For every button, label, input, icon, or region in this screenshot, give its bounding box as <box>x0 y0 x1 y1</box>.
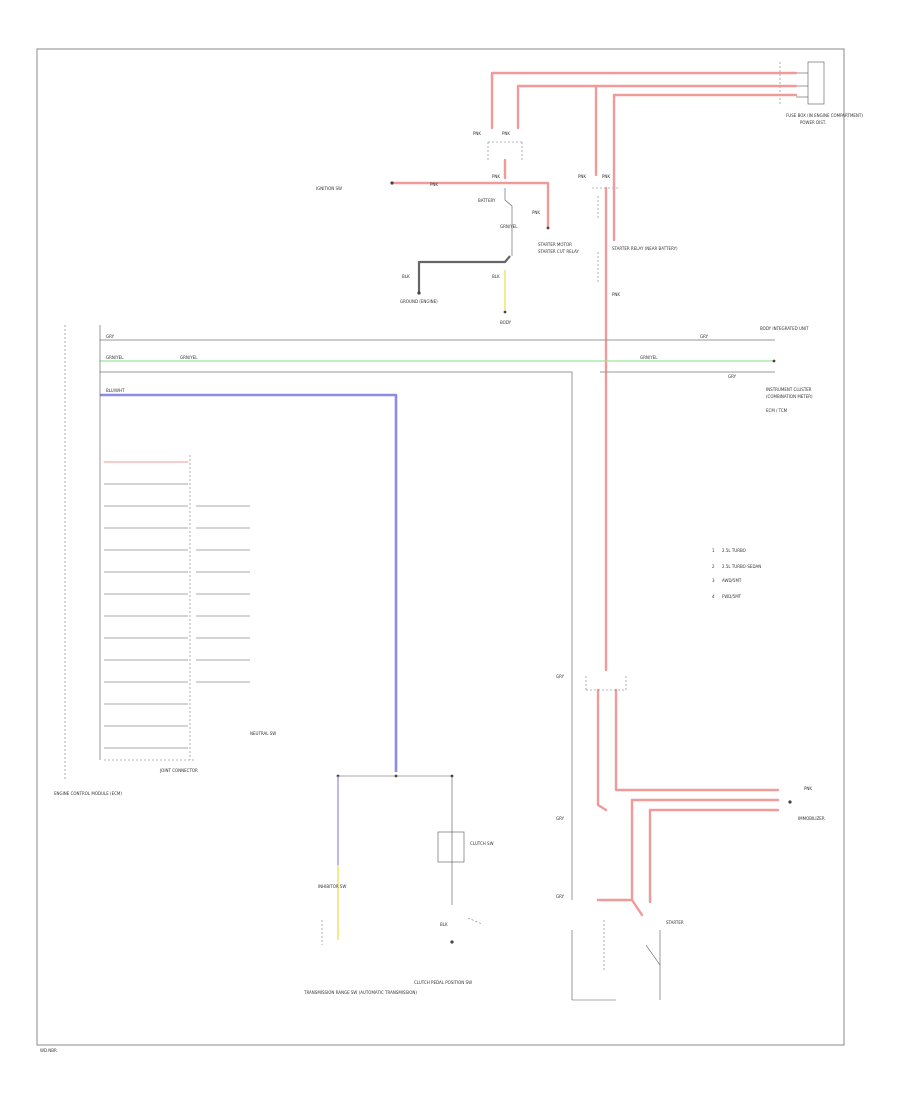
wire-label: GRY <box>556 674 565 679</box>
wire-label: GRY <box>700 334 709 339</box>
wire-label: PNK <box>502 131 510 136</box>
wire-label: GRN/YEL <box>640 355 658 360</box>
footer-code: WD.NBR <box>40 1048 57 1053</box>
fuse-box-top: FUSE BOX (IN ENGINE COMPARTMENT) POWER D… <box>779 61 863 125</box>
wire-label: PNK <box>473 131 481 136</box>
ground-engine-label: GROUND (ENGINE) <box>400 299 438 304</box>
legend-text-2: 2.5L TURBO-SEDAN <box>722 564 761 569</box>
starter-switch-block: STARTER GRY GRY GRY <box>556 580 684 1001</box>
wire-label: PNK <box>430 182 438 187</box>
legend: 1 2.5L TURBO 2 2.5L TURBO-SEDAN 3 AWD/5M… <box>712 548 761 599</box>
bus-lines: GRY GRN/YEL GRN/YEL GRN/YEL GRY BODY INT… <box>100 326 813 580</box>
immobilizer-label: IMMOBILIZER <box>798 816 825 821</box>
wire-label: PNK <box>532 210 540 215</box>
cluster-sub-label: (COMBINATION METER) <box>766 394 813 399</box>
wire-label: BLK <box>492 274 500 279</box>
wire-label: GRY <box>728 374 737 379</box>
wire-label: GRY <box>106 334 115 339</box>
starter-relay-right: PNK PNK STARTER RELAY (NEAR BATTERY) PNK <box>578 174 678 297</box>
cluster-label: INSTRUMENT CLUSTER <box>766 387 812 392</box>
ecm-left: ENGINE CONTROL MODULE (ECM) <box>54 325 122 796</box>
wire-label: BLU/WHT <box>106 388 125 393</box>
wire-label: BLK <box>402 274 410 279</box>
neutral-sw-label: NEUTRAL SW <box>250 731 276 736</box>
wire-label: GRN/YEL <box>180 355 198 360</box>
wire-label: PNK <box>492 174 500 179</box>
legend-text-1: 2.5L TURBO <box>722 548 746 553</box>
ignition-sw-label: IGNITION SW <box>316 186 342 191</box>
connector-pins: JOINT CONNECTOR NEUTRAL SW <box>103 455 276 773</box>
bottom-branch: CLUTCH SW INHIBITOR SW TRANSMISSION RANG… <box>303 774 494 995</box>
ecm-title: ENGINE CONTROL MODULE (ECM) <box>54 791 122 796</box>
starter-cut-label: STARTER CUT RELAY <box>538 249 579 254</box>
power-wire-long: PNK IMMOBILIZER <box>596 173 825 904</box>
wire-label: GRY <box>556 894 565 899</box>
wire-label: GRY <box>556 816 565 821</box>
legend-key-2: 2 <box>712 564 715 569</box>
power-wires-top <box>490 71 798 177</box>
wire-label: PNK <box>578 174 586 179</box>
wire-label: BLK <box>440 922 448 927</box>
legend-text-4: FWD/5MT <box>722 594 742 599</box>
ignition-switch-area: PNK PNK PNK IGNITION SW PNK BATTERY GRN/… <box>316 131 579 256</box>
fuse-box-ref: POWER DIST. <box>800 120 826 125</box>
starter-motor-label: STARTER MOTOR <box>538 242 572 247</box>
body-ecu-label: BODY INTEGRATED UNIT <box>760 326 809 331</box>
battery-label: BATTERY <box>478 198 496 203</box>
body-ground-label: BODY <box>500 320 512 325</box>
wire-label: PNK <box>602 174 610 179</box>
legend-key-4: 4 <box>712 594 715 599</box>
fuse-box-label: FUSE BOX (IN ENGINE COMPARTMENT) <box>786 113 863 118</box>
diagram-frame <box>36 48 845 1046</box>
relay-side-label: STARTER RELAY (NEAR BATTERY) <box>612 246 678 251</box>
clutch-pedal-label: CLUTCH PEDAL POSITION SW <box>414 980 472 985</box>
legend-text-3: AWD/5MT <box>722 578 742 583</box>
joint-connector-label: JOINT CONNECTOR <box>159 768 198 773</box>
legend-key-3: 3 <box>712 578 715 583</box>
blue-wire: BLU/WHT <box>100 388 398 772</box>
ground-wire: BLK GROUND (ENGINE) BLK BODY <box>400 255 512 325</box>
legend-key-1: 1 <box>712 548 715 553</box>
wire-label: PNK <box>804 786 812 791</box>
wire-label: PNK <box>612 292 620 297</box>
clutch-sw-label: CLUTCH SW <box>470 841 494 846</box>
inhibitor-label: INHIBITOR SW <box>318 884 346 889</box>
trans-range-label: TRANSMISSION RANGE SW (AUTOMATIC TRANSMI… <box>303 990 417 995</box>
ecm-side-label: ECM / TCM <box>766 408 788 413</box>
wire-label: GRN/YEL <box>500 224 518 229</box>
starter-relay-label: STARTER <box>666 920 684 925</box>
wire-label: GRN/YEL <box>106 355 124 360</box>
